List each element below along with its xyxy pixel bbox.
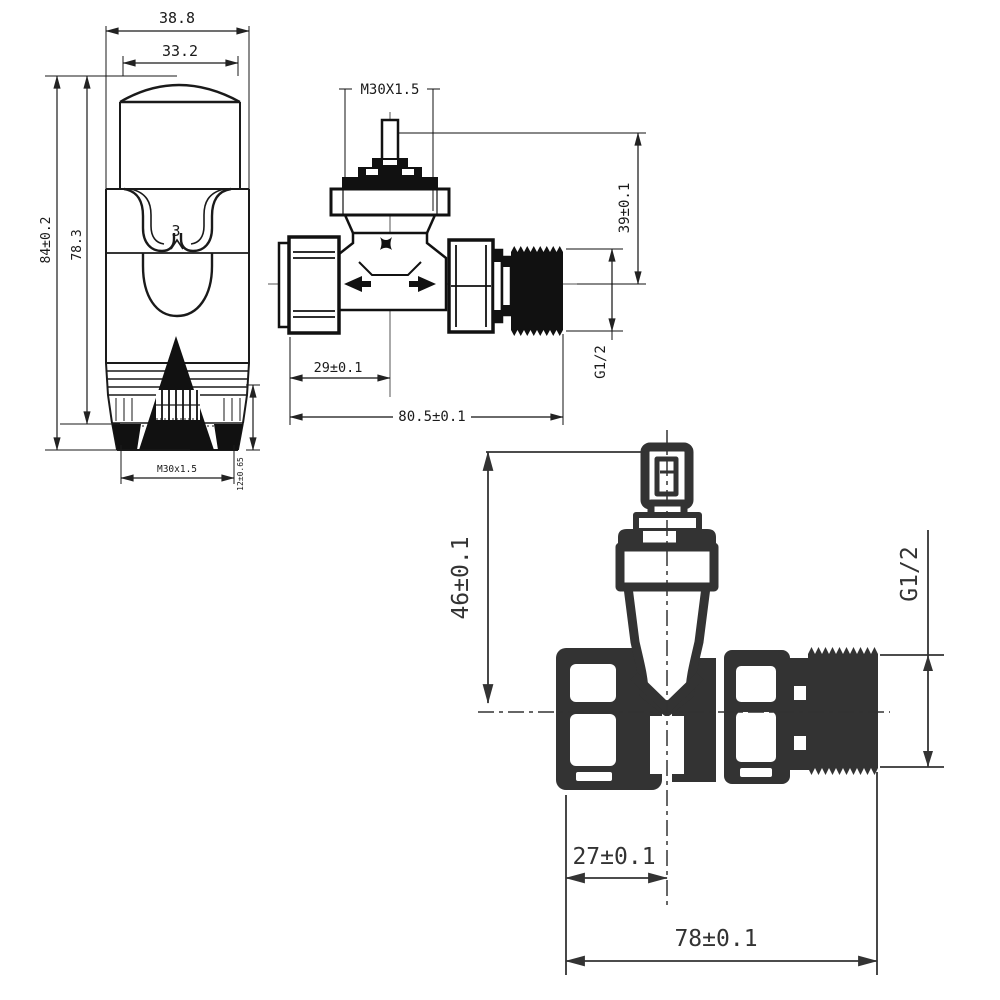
head-overall-height-label: 84±0.2	[39, 217, 54, 264]
valve-thread-top-label: M30X1.5	[360, 82, 419, 98]
dim-head-heights	[45, 75, 190, 451]
flow-arrow-left-icon	[344, 276, 371, 292]
lockshield-center-to-inlet-label: 27±0.1	[572, 844, 655, 870]
valve-center-to-top-label: 39±0.1	[617, 183, 633, 234]
tail-steps	[491, 248, 513, 324]
valve-insert-rings	[342, 158, 438, 189]
head-cap-width-label: 33.2	[162, 42, 198, 60]
flow-arrow-right-icon	[409, 276, 436, 292]
dim-lockshield-center-to-inlet	[565, 795, 668, 975]
dim-valve-outlet-thread	[566, 248, 623, 340]
dim-head-outer-width	[105, 26, 250, 190]
head-body-height-label: 78.3	[70, 229, 85, 260]
dim-head-thread	[120, 445, 235, 484]
dim-lockshield-overall-length	[565, 772, 878, 975]
dim-lockshield-outlet-thread	[880, 530, 944, 768]
valve-outlet-thread-label: G1/2	[593, 345, 609, 379]
lockshield-male-thread	[808, 654, 878, 768]
head-base-height-label: 12±0.65	[236, 457, 245, 491]
dim-valve-center-to-inlet	[289, 337, 391, 386]
head-outline	[105, 83, 250, 363]
head-outer-width-label: 38.8	[159, 9, 195, 27]
head-setting-number: 3	[171, 222, 180, 240]
dim-lockshield-center-to-top	[482, 451, 645, 704]
valve-overall-length-label: 80.5±0.1	[398, 409, 465, 425]
compression-nut	[277, 235, 341, 335]
dim-valve-thread-top	[339, 88, 440, 211]
lockshield-body-silhouette	[556, 647, 878, 790]
lockshield-tail-steps	[790, 658, 810, 770]
dim-head-base-height	[246, 384, 260, 451]
valve-center-to-inlet-label: 29±0.1	[314, 360, 363, 376]
base-foot-left	[112, 424, 141, 450]
head-base	[111, 336, 244, 451]
union-nut	[447, 238, 495, 334]
valve-neck-right	[425, 214, 437, 234]
dim-valve-overall-length	[289, 334, 564, 425]
base-foot-right	[214, 424, 243, 450]
setting-pointer-icon	[170, 238, 184, 250]
lockshield-valve-view: 46±0.1 G1/2 27±0.1 78±0.1	[448, 430, 944, 975]
body-stamp-mark-icon	[380, 237, 392, 250]
dim-head-cap-width	[122, 56, 239, 76]
thermostatic-head-view: 38.8 33.2 84±0.2 78.3 3 M30x1.5 12±0.65	[39, 9, 260, 491]
valve-stem	[380, 118, 400, 162]
male-thread-tail	[511, 246, 563, 336]
lockshield-overall-length-label: 78±0.1	[674, 926, 757, 952]
valve-neck-left	[343, 214, 355, 234]
straight-valve-view: M30X1.5 39±0.1 G1/2 29±0.1 80.5±0.1	[268, 82, 646, 425]
lockshield-center-to-top-label: 46±0.1	[448, 536, 474, 619]
head-thread-label: M30x1.5	[157, 464, 197, 475]
valve-hex-collar	[329, 187, 451, 217]
lockshield-outlet-thread-label: G1/2	[897, 546, 923, 601]
